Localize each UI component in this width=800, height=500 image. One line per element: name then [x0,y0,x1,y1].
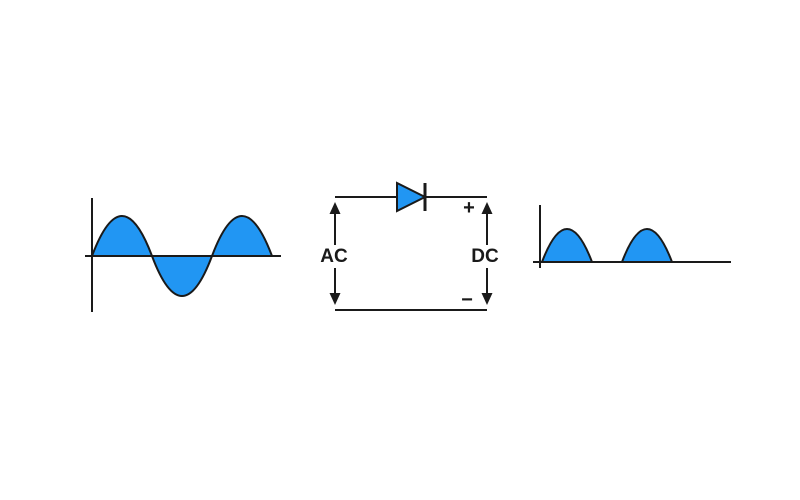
ac-input-waveform [85,198,281,312]
diode-icon [396,181,428,213]
arrow-up-icon [329,202,341,214]
plus-sign: + [463,197,475,219]
dc-output-waveform [533,205,731,268]
dc-pulse-1 [540,228,594,263]
dc-label: DC [471,246,499,267]
diode-anode-triangle [396,181,428,213]
arrow-down-icon [481,293,493,305]
arrow-up-icon [481,202,493,214]
dc-pulse-2 [620,228,674,263]
minus-sign: − [461,289,473,311]
rectifier-circuit: AC DC + − [320,181,499,311]
ac-label: AC [320,246,348,267]
arrow-down-icon [329,293,341,305]
dc-terminal-arrows [481,202,493,305]
ac-terminal-arrows [329,202,341,305]
